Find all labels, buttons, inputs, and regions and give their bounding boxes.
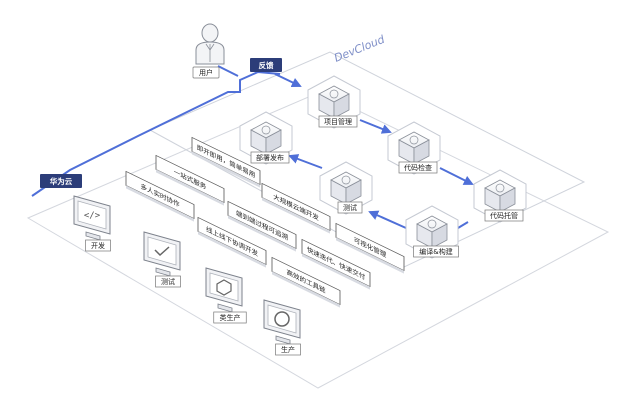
test-icon (341, 175, 351, 185)
pipeline-label-build: 编译&构建 (419, 247, 452, 256)
codecheck-icon (409, 135, 419, 145)
env-monitor-dev: </> 开发 (73, 195, 111, 252)
devcloud-label: DevCloud (332, 32, 387, 64)
pipeline-node-codecheck: 代码检查 (387, 121, 441, 175)
env-label-test: 测试 (161, 277, 175, 286)
huawei-cloud-tag (40, 174, 82, 188)
pipeline-label-box-deploy (250, 151, 290, 164)
pipeline-label-box-codehost (484, 209, 524, 222)
staging-screen-icon (216, 279, 232, 296)
pipeline-node-codehost: 代码托管 (473, 169, 527, 223)
pipeline-label-box-build (413, 245, 459, 258)
pipeline-node-build: 编译&构建 (405, 205, 459, 259)
pipeline-label-project: 项目管理 (324, 117, 352, 126)
user-to-cloud-link (217, 65, 239, 77)
pipeline-label-codecheck: 代码检查 (404, 163, 432, 172)
feedback-tag (250, 58, 282, 72)
env-monitor-staging: 类生产 (205, 267, 247, 324)
env-monitor-test: 测试 (143, 231, 181, 288)
env-label-prod: 生产 (281, 345, 295, 354)
project-icon (329, 89, 339, 99)
pipeline-label-codehost: 代码托管 (490, 211, 518, 220)
env-monitor-prod: 生产 (263, 299, 301, 356)
pipeline-label-deploy: 部署发布 (256, 153, 284, 162)
pipeline-node-deploy: 部署发布 (239, 111, 293, 165)
pipeline-label-box-project (318, 115, 358, 128)
prod-screen-icon (274, 311, 290, 327)
codehost-icon (495, 183, 505, 193)
pipeline-label-box-codecheck (398, 161, 438, 174)
deploy-icon (261, 125, 271, 135)
huawei-cloud-link (31, 70, 281, 197)
build-icon (427, 219, 437, 229)
pipeline-label-test: 测试 (343, 203, 357, 212)
feedback-link (274, 73, 302, 88)
huawei-cloud-label: 华为云 (50, 176, 73, 186)
huawei-cloud-platform (26, 91, 610, 389)
pipeline-node-project: 项目管理 (307, 75, 361, 129)
feedback-label: 反馈 (259, 60, 274, 70)
pipeline-node-test: 测试 (319, 161, 373, 215)
dev-screen-icon: </> (84, 211, 101, 221)
user-icon (195, 23, 225, 65)
test-screen-icon (154, 246, 170, 257)
user-label: 用户 (199, 68, 213, 77)
env-label-dev: 开发 (91, 241, 105, 250)
pipeline-label-box-test (337, 201, 363, 214)
env-label-staging: 类生产 (220, 313, 241, 322)
